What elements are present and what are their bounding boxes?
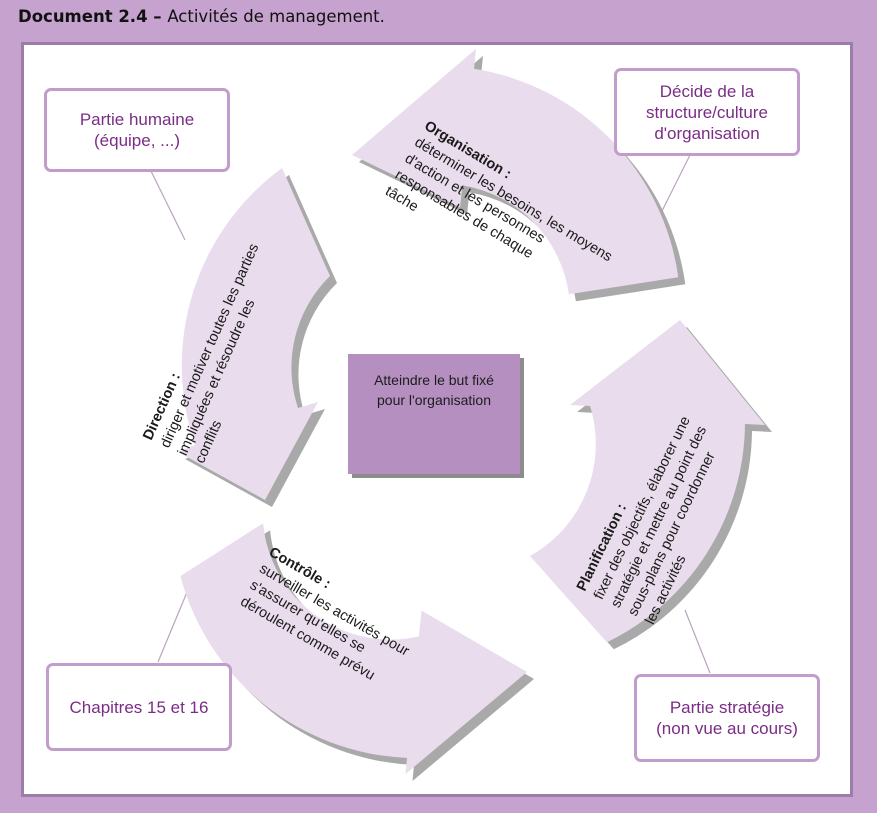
document-separator: – — [147, 7, 168, 26]
arrow-controle — [180, 523, 527, 774]
callout-top-right-text: Décide de la structure/culture d'organis… — [646, 81, 768, 143]
arrow-planification — [530, 320, 765, 643]
arrow-organisation — [352, 48, 679, 295]
callout-top-left: Partie humaine (équipe, ...) — [44, 88, 230, 172]
callout-bottom-left: Chapitres 15 et 16 — [46, 663, 232, 751]
callout-top-left-text: Partie humaine (équipe, ...) — [79, 110, 195, 150]
callout-bottom-right-text: Partie stratégie (non vue au cours) — [656, 698, 798, 738]
callout-bottom-left-text: Chapitres 15 et 16 — [69, 697, 209, 717]
connector-bottom-right — [684, 609, 711, 674]
document-title: Document 2.4 – Activités de management. — [18, 7, 385, 26]
document-caption: Activités de management. — [167, 7, 385, 26]
center-goal-text: Atteindre le but fixé pour l'organisatio… — [374, 372, 494, 408]
arrow-direction — [178, 168, 330, 500]
callout-top-right: Décide de la structure/culture d'organis… — [614, 68, 800, 156]
connector-bottom-left — [157, 584, 191, 663]
connector-top-left — [147, 164, 186, 241]
cycle-arrows — [178, 48, 772, 781]
center-goal-box: Atteindre le but fixé pour l'organisatio… — [348, 354, 520, 474]
document-label: Document 2.4 — [18, 7, 148, 26]
callout-bottom-right: Partie stratégie (non vue au cours) — [634, 674, 820, 762]
